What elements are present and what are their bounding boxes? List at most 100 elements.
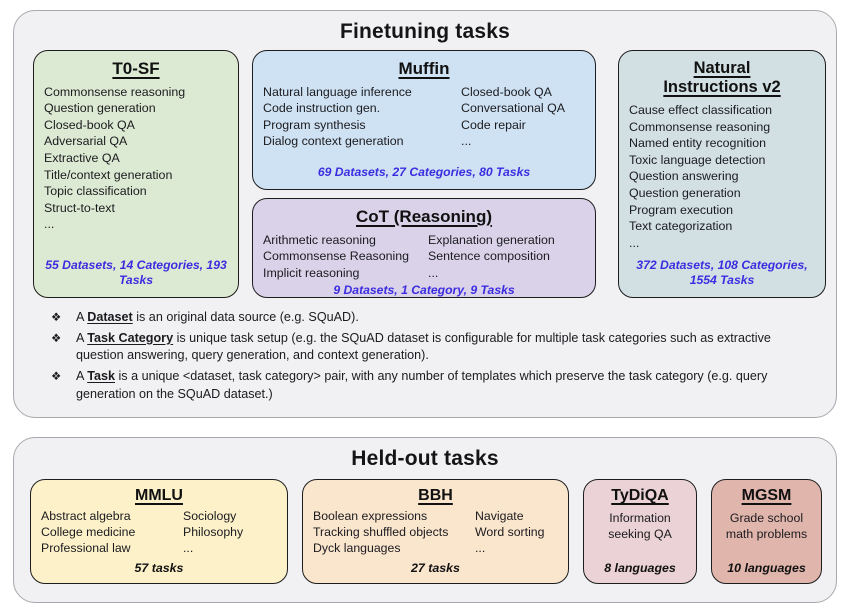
- task-item: Abstract algebra: [41, 509, 131, 524]
- cot-box: CoT (Reasoning) Arithmetic reasoning Com…: [252, 198, 596, 298]
- task-item: Implicit reasoning: [263, 265, 360, 280]
- held-out-tasks-heading: Held-out tasks: [351, 447, 499, 470]
- diamond-bullet-icon: ❖: [51, 370, 62, 383]
- task-item: Philosophy: [183, 525, 244, 540]
- definitions-list: ❖ A Dataset is an original data source (e…: [50, 309, 808, 403]
- task-item: Boolean expressions: [313, 509, 428, 524]
- muffin-box: Muffin Natural language inference Code i…: [252, 50, 596, 190]
- diamond-bullet-icon: ❖: [51, 312, 62, 324]
- task-item: Word sorting: [475, 525, 545, 540]
- note-task: ❖ A Task is a unique <dataset, task categ…: [50, 368, 808, 403]
- task-item: Cause effect classification: [629, 102, 773, 117]
- note-text: A: [76, 330, 88, 345]
- note-text: is an original data source (e.g. SQuAD).: [132, 310, 359, 324]
- note-dataset: ❖ A Dataset is an original data source (e…: [50, 309, 808, 327]
- t0sf-stats: 55 Datasets, 14 Categories, 193 Tasks: [45, 257, 227, 288]
- task-item: Extractive QA: [44, 150, 120, 165]
- note-task-category: ❖A Task Category is unique task setup (e…: [50, 330, 808, 365]
- note-term: Task Category: [87, 330, 174, 345]
- finetuning-boxes-row: T0-SF Commonsense reasoning Question gen…: [14, 50, 836, 298]
- cot-columns: Arithmetic reasoning Commonsense Reasoni…: [263, 232, 585, 282]
- task-item: Closed-book QA: [461, 84, 552, 99]
- middle-column: Muffin Natural language inference Code i…: [252, 50, 596, 298]
- ellipsis-item: ...: [44, 217, 55, 232]
- muffin-stats: 69 Datasets, 27 Categories, 80 Tasks: [317, 165, 531, 180]
- held-out-boxes-row: MMLU Abstract algebra College medicine P…: [14, 479, 836, 584]
- cot-title: CoT (Reasoning): [356, 207, 492, 226]
- task-item: Question generation: [629, 185, 741, 200]
- niv2-title: Natural Instructions v2: [663, 59, 781, 96]
- finetuning-tasks-heading: Finetuning tasks: [339, 20, 511, 43]
- task-item: Toxic language detection: [629, 152, 766, 167]
- task-item: Code repair: [461, 117, 526, 132]
- task-item: Commonsense Reasoning: [263, 249, 410, 264]
- task-item: Code instruction gen.: [263, 101, 381, 116]
- task-item: Struct-to-text: [44, 200, 115, 215]
- bbh-box: BBH Boolean expressions Tracking shuffle…: [302, 479, 569, 584]
- task-item: Title/context generation: [44, 167, 173, 182]
- mmlu-box: MMLU Abstract algebra College medicine P…: [30, 479, 288, 584]
- muffin-column-right: Closed-book QA Conversational QA Code re…: [461, 84, 585, 150]
- task-item: Sentence composition: [428, 249, 550, 264]
- ellipsis-item: ...: [428, 265, 439, 280]
- bbh-column-right: Navigate Word sorting ...: [475, 509, 558, 557]
- note-text: A: [76, 310, 88, 324]
- muffin-column-left: Natural language inference Code instruct…: [263, 84, 461, 150]
- task-item: Program synthesis: [263, 117, 366, 132]
- task-item: Dialog context generation: [263, 134, 404, 149]
- mgsm-stats: 10 languages: [727, 561, 806, 575]
- task-item: Topic classification: [44, 184, 147, 199]
- task-item: Explanation generation: [428, 232, 555, 247]
- task-item: Question answering: [629, 169, 739, 184]
- cot-stats: 9 Datasets, 1 Category, 9 Tasks: [333, 283, 515, 298]
- task-item: Dyck languages: [313, 541, 401, 556]
- task-item: Professional law: [41, 541, 131, 556]
- muffin-columns: Natural language inference Code instruct…: [263, 84, 585, 150]
- tydiqa-stats: 8 languages: [604, 561, 676, 575]
- task-item: Commonsense reasoning: [44, 84, 186, 99]
- task-item: Conversational QA: [461, 101, 565, 116]
- diamond-bullet-icon: ❖: [51, 332, 62, 345]
- ellipsis-item: ...: [461, 134, 472, 149]
- bbh-title: BBH: [418, 487, 453, 504]
- cot-column-left: Arithmetic reasoning Commonsense Reasoni…: [263, 232, 428, 282]
- note-term: Dataset: [87, 310, 133, 324]
- bbh-column-left: Boolean expressions Tracking shuffled ob…: [313, 509, 475, 557]
- task-item: Navigate: [475, 509, 524, 524]
- cot-column-right: Explanation generation Sentence composit…: [428, 232, 585, 282]
- tydiqa-box: TyDiQA Information seeking QA 8 language…: [583, 479, 697, 584]
- task-item: Text categorization: [629, 219, 733, 234]
- task-item: Arithmetic reasoning: [263, 232, 376, 247]
- task-item: Closed-book QA: [44, 117, 135, 132]
- task-item: Sociology: [183, 509, 237, 524]
- held-out-tasks-panel: Held-out tasks MMLU Abstract algebra Col…: [13, 437, 837, 603]
- ellipsis-item: ...: [183, 541, 194, 556]
- mgsm-title: MGSM: [741, 487, 792, 504]
- note-term: Task: [87, 368, 115, 383]
- task-item: Adversarial QA: [44, 134, 128, 149]
- t0sf-title: T0-SF: [112, 59, 160, 78]
- bbh-columns: Boolean expressions Tracking shuffled ob…: [313, 509, 558, 557]
- task-item: Program execution: [629, 202, 733, 217]
- task-item: Tracking shuffled objects: [313, 525, 449, 540]
- finetuning-tasks-panel: Finetuning tasks T0-SF Commonsense reaso…: [13, 10, 837, 418]
- note-text: A: [76, 368, 88, 383]
- note-text: is a unique <dataset, task category> pai…: [76, 368, 768, 401]
- niv2-stats: 372 Datasets, 108 Categories, 1554 Tasks: [636, 257, 808, 288]
- mmlu-columns: Abstract algebra College medicine Profes…: [41, 509, 277, 557]
- muffin-title: Muffin: [398, 59, 450, 78]
- task-item: Commonsense reasoning: [629, 119, 771, 134]
- task-item: Named entity recognition: [629, 136, 767, 151]
- bbh-stats: 27 tasks: [411, 561, 460, 575]
- mmlu-column-left: Abstract algebra College medicine Profes…: [41, 509, 183, 557]
- ellipsis-item: ...: [629, 235, 640, 250]
- mmlu-title: MMLU: [135, 487, 183, 504]
- mmlu-stats: 57 tasks: [134, 561, 184, 575]
- t0sf-box: T0-SF Commonsense reasoning Question gen…: [33, 50, 239, 298]
- task-item: College medicine: [41, 525, 136, 540]
- tydiqa-description: Information seeking QA: [608, 511, 672, 542]
- task-item: Natural language inference: [263, 84, 412, 99]
- mgsm-box: MGSM Grade school math problems 10 langu…: [711, 479, 822, 584]
- tydiqa-title: TyDiQA: [611, 487, 669, 504]
- task-item: Question generation: [44, 101, 156, 116]
